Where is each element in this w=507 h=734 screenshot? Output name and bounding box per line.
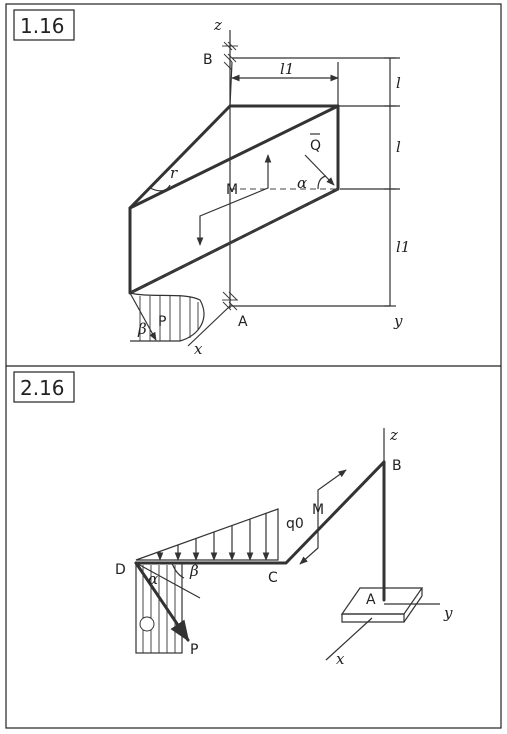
problem-2-p-label: P	[190, 642, 198, 658]
problem-2-beta-label: β	[189, 562, 199, 580]
problem-2-q0-label: q0	[286, 516, 304, 532]
problem-2-number: 2.16	[20, 376, 65, 400]
problem-2-diagram: 2.16 z A y x B C D M	[13, 371, 453, 668]
problem-2-moment-label: M	[312, 502, 324, 518]
problem-1-distributed-load	[129, 292, 205, 342]
problem-2-label-c: C	[268, 570, 278, 586]
problem-2-label-d: D	[115, 562, 126, 578]
problem-2-label-b: B	[392, 458, 402, 474]
problem-1-z-label: z	[213, 16, 222, 34]
problem-1-force-q	[304, 154, 335, 186]
problem-1-p-label: P	[158, 314, 166, 330]
problem-1-dashed-line	[129, 188, 339, 294]
problem-1-label-b: B	[203, 52, 213, 68]
problem-1-alpha-label: α	[297, 174, 307, 192]
problem-1-dim-l1-right: l1	[396, 238, 410, 256]
problem-2-z-label: z	[389, 426, 398, 444]
problem-1-dim-l1-top: l1	[280, 60, 294, 78]
problem-1-gamma-label: r	[170, 164, 178, 182]
problem-1-moment-label: M	[226, 182, 238, 198]
problem-1-q-label: Q	[310, 138, 321, 154]
problem-1-number-box	[13, 9, 75, 41]
problem-2-triangular-load	[135, 508, 279, 561]
problem-1-diagram: 1.16 z B A y x	[13, 9, 410, 358]
problem-2-number-box	[13, 371, 75, 403]
problem-2-load-arrows	[156, 513, 270, 561]
problem-2-y-label: y	[443, 604, 453, 622]
problem-1-frame	[128, 104, 340, 295]
problem-1-dim-l-top: l	[396, 74, 401, 92]
problem-2-x-axis	[325, 617, 373, 661]
problem-1-moment-arrow	[196, 154, 272, 246]
problem-1-number: 1.16	[20, 14, 65, 38]
problem-2-alpha-label: α	[148, 570, 158, 588]
problem-1-dim-l-mid: l	[396, 138, 401, 156]
problem-1-label-a: A	[238, 314, 248, 330]
problem-2-label-a: A	[366, 592, 376, 608]
problem-2-x-label: x	[336, 650, 345, 668]
problem-1-y-label: y	[393, 312, 403, 330]
problem-1-load-hatching	[139, 295, 199, 341]
problem-1-support-a	[222, 291, 238, 311]
problem-1-beta-label: β	[137, 320, 147, 338]
problem-2-moment-arrow	[299, 469, 347, 565]
problem-2-force-p	[134, 561, 190, 642]
problem-1-x-axis	[187, 305, 231, 347]
problem-1-x-label: x	[194, 340, 203, 358]
problem-1-force-p	[129, 292, 157, 341]
problem-2-base-plate	[340, 587, 424, 623]
problem-2-load-marker	[139, 616, 155, 632]
problem-2-frame	[134, 460, 386, 565]
